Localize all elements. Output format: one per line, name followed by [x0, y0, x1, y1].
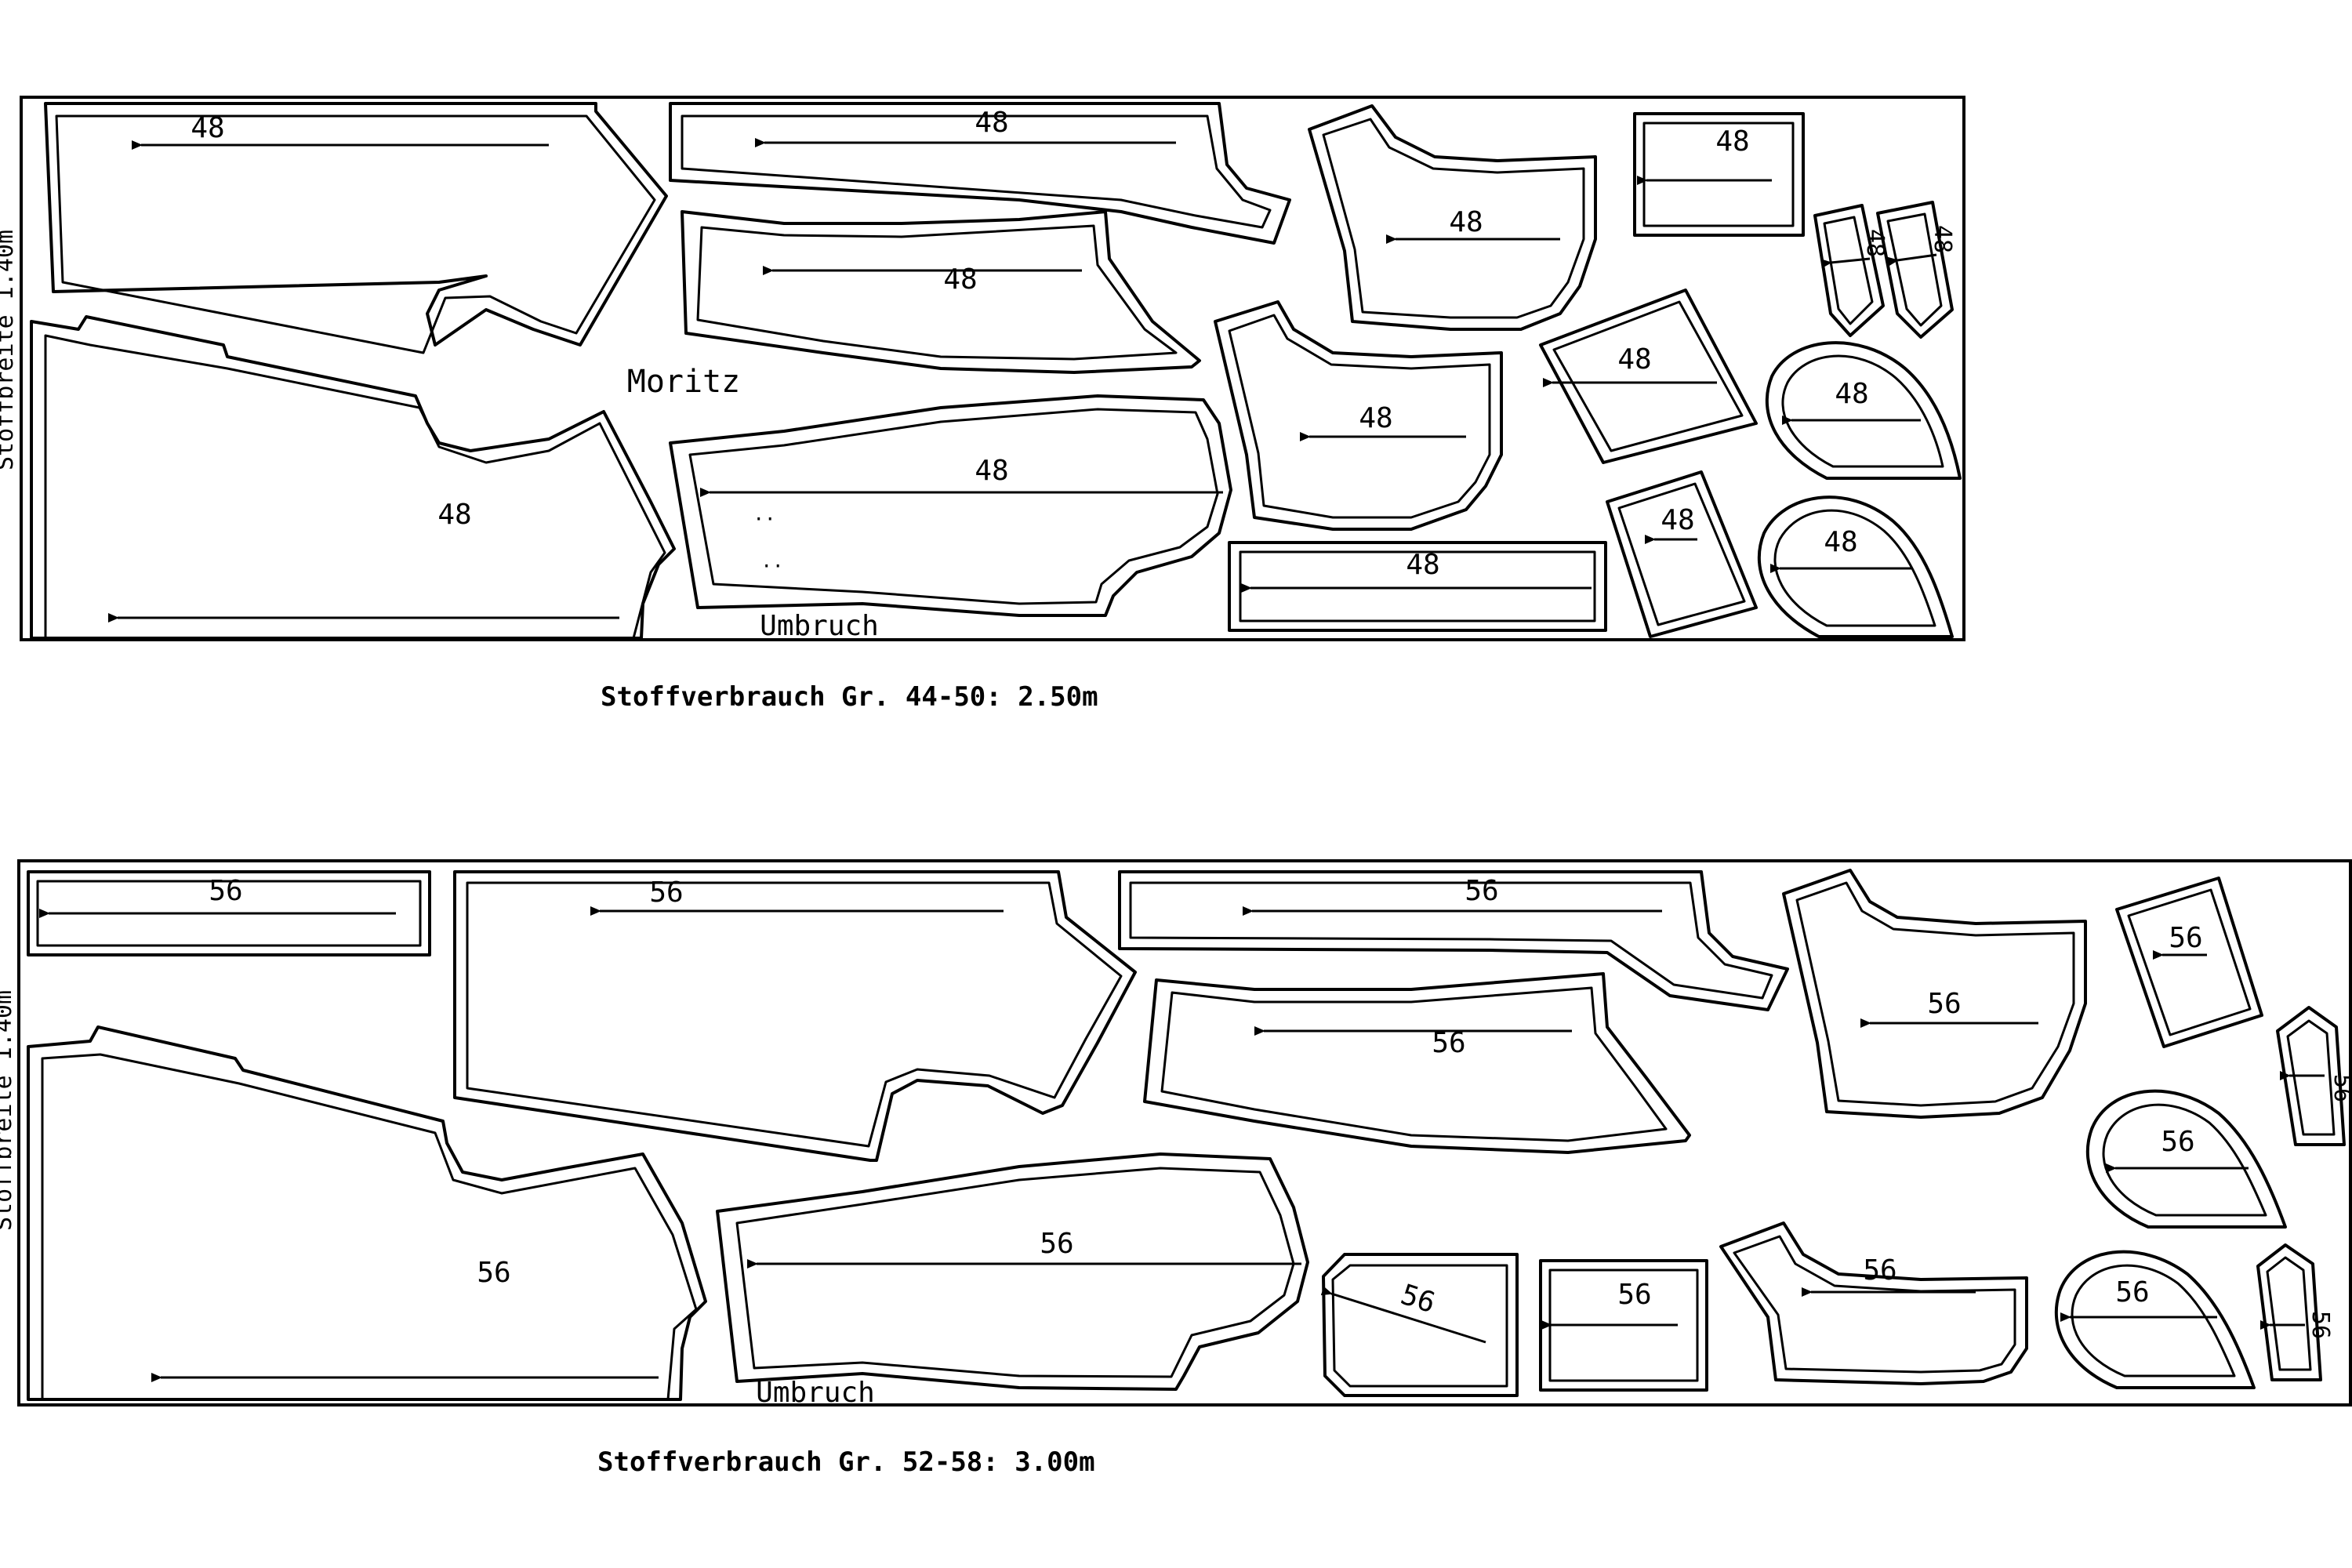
pattern-piece-back-upper: 48: [44, 102, 668, 354]
size-label: 48: [1406, 549, 1439, 581]
size-label: 56: [2307, 1311, 2334, 1339]
pattern-piece-facing-2: 56: [2054, 1250, 2256, 1389]
size-label: 48: [975, 107, 1008, 139]
size-label: 56: [1432, 1027, 1465, 1059]
size-label: 48: [1929, 225, 1956, 253]
pattern-piece-pocket-2: 56: [1539, 1259, 1708, 1392]
fold-label: Umbruch: [756, 1377, 875, 1409]
pattern-piece-collar: 48: [669, 102, 1291, 245]
size-label: 56: [1927, 988, 1961, 1020]
pattern-piece-front-lower: 48: [30, 315, 676, 640]
size-label: 48: [1359, 402, 1392, 434]
size-label: 48: [437, 499, 471, 531]
size-label: 48: [1661, 504, 1694, 536]
size-label: 56: [209, 875, 242, 907]
pattern-piece-side-2: 48: [1214, 300, 1503, 531]
pattern-piece-upper-sleeve: 48 ·· ·· Umbruch: [669, 394, 1232, 642]
pattern-piece-collar: 56: [1118, 870, 1789, 1011]
pattern-piece-front-lower: 56: [27, 1025, 707, 1401]
size-label: 48: [1449, 206, 1483, 238]
pattern-piece-strip-1: 48: [1813, 204, 1889, 337]
svg-text:··: ··: [761, 555, 784, 577]
pattern-piece-facing-1: 56: [2085, 1089, 2287, 1229]
pattern-piece-side-1: 56: [1782, 869, 2087, 1119]
grainline-arrow-icon: [1320, 1286, 1486, 1344]
fold-label: Umbruch: [760, 610, 879, 642]
size-label: 56: [1617, 1279, 1651, 1311]
size-label: 48: [1835, 378, 1868, 410]
pattern-piece-pocket-2: 48: [1606, 470, 1758, 638]
size-label: 48: [191, 112, 224, 144]
size-label: 48: [1824, 526, 1857, 558]
top-layout: Stoffbreite 1.40m 48 48 Moritz 48: [0, 96, 1965, 713]
pattern-piece-waistband: 56: [27, 870, 431, 956]
pattern-piece-pocket-flap: 48: [1539, 289, 1758, 464]
size-label: 48: [1715, 125, 1749, 158]
size-label: 56: [2328, 1074, 2352, 1102]
size-label: 56: [649, 877, 683, 909]
pattern-piece-pocket-1: 56: [1320, 1253, 1519, 1397]
size-label: 48: [975, 455, 1008, 487]
pattern-piece-facing-1: 48: [1765, 341, 1962, 480]
pattern-piece-strip-2: 48: [1876, 201, 1956, 339]
pattern-piece-facing-2: 48: [1757, 495, 1954, 638]
size-label: 56: [2161, 1126, 2194, 1158]
pattern-piece-strip-1: 56: [2276, 1006, 2352, 1146]
pattern-piece-strip-2: 56: [2256, 1243, 2334, 1381]
pattern-piece-under-sleeve: 56: [1143, 972, 1691, 1154]
fabric-usage-caption-bottom: Stoffverbrauch Gr. 52-58: 3.00m: [597, 1446, 1095, 1478]
fabric-frame-bottom: [17, 859, 2352, 1406]
size-label: 56: [1397, 1279, 1439, 1319]
fabric-frame-top: [20, 96, 1965, 641]
fabric-width-label-bottom: Stoffbreite 1.40m: [0, 990, 17, 1231]
pattern-piece-back-upper: 56: [453, 870, 1137, 1162]
bottom-layout: Stoffbreite 1.40m 56 56 56 56: [0, 859, 2352, 1478]
pattern-piece-upper-sleeve: 56 Umbruch: [716, 1152, 1309, 1409]
pattern-piece-side-2: 56: [1719, 1221, 2028, 1385]
pattern-piece-side-1: 48: [1308, 104, 1597, 331]
fabric-usage-caption-top: Stoffverbrauch Gr. 44-50: 2.50m: [601, 681, 1098, 713]
size-label: 56: [477, 1257, 510, 1289]
pattern-name-label: Moritz: [627, 364, 741, 400]
pattern-piece-pocket-1: 48: [1633, 112, 1805, 237]
pattern-piece-under-sleeve: 48: [681, 210, 1201, 374]
size-label: 48: [1617, 343, 1651, 376]
size-label: 56: [2115, 1276, 2149, 1308]
size-label: 56: [1863, 1254, 1896, 1287]
size-label: 56: [1040, 1228, 1073, 1260]
pattern-piece-pocket-3: 56: [2115, 877, 2263, 1048]
size-label: 56: [1465, 875, 1498, 907]
size-label: 48: [943, 263, 977, 296]
fabric-width-label-top: Stoffbreite 1.40m: [0, 230, 19, 470]
size-label: 56: [2169, 922, 2202, 954]
pattern-piece-waistband: 48: [1228, 541, 1607, 632]
svg-text:··: ··: [753, 508, 776, 530]
